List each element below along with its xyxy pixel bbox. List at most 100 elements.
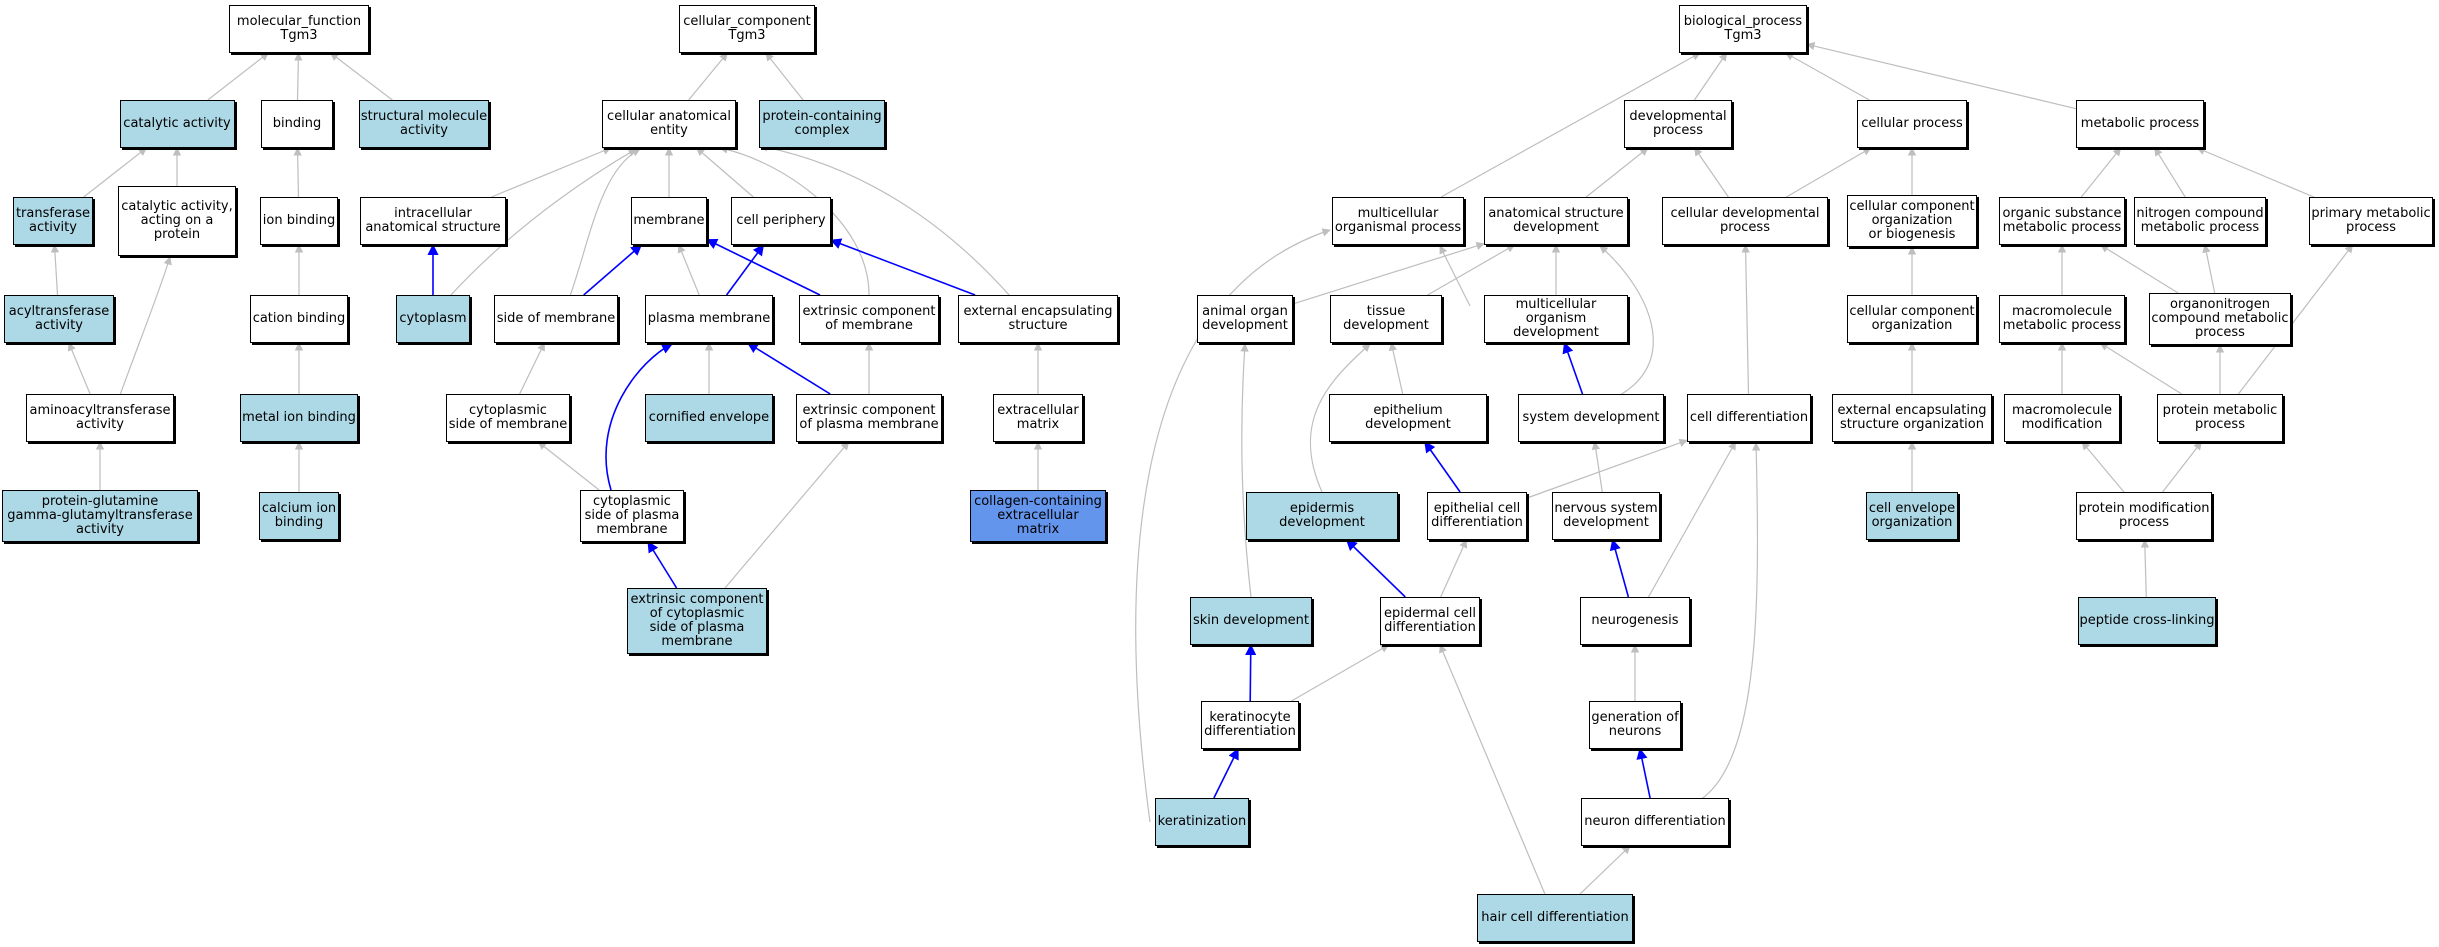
edge-epidermcell-to-epicelldiff	[1440, 539, 1468, 598]
go-term-node-bp[interactable]: biological_process Tgm3	[1679, 5, 1807, 53]
edge-organonitro-to-nitro	[2202, 244, 2216, 294]
go-term-node-tissuedev[interactable]: tissue development	[1330, 295, 1442, 343]
go-term-node-epiderdev[interactable]: epidermis development	[1246, 492, 1398, 540]
go-term-node-mf[interactable]: molecular_function Tgm3	[229, 5, 369, 53]
go-term-node-cation[interactable]: cation binding	[250, 295, 348, 343]
go-term-node-ccorgbio[interactable]: cellular component organization or bioge…	[1847, 195, 1977, 247]
go-term-node-haircell[interactable]: hair cell differentiation	[1477, 894, 1633, 942]
edge-cytosidepm-to-cytosideofmem	[537, 441, 600, 491]
edge-kerdiff-to-skindev	[1245, 643, 1257, 702]
go-term-node-multorgdev[interactable]: multicellular organism development	[1484, 295, 1628, 343]
go-term-node-extcompcyto[interactable]: extrinsic component of cytoplasmic side …	[627, 588, 767, 654]
go-term-label: skin development	[1192, 613, 1310, 628]
go-term-label: cellular_component Tgm3	[683, 14, 811, 43]
go-term-node-epicelldiff[interactable]: epithelial cell differentiation	[1427, 492, 1527, 540]
go-term-node-pcc[interactable]: protein-containing complex	[759, 100, 885, 148]
go-term-node-skindev[interactable]: skin development	[1190, 597, 1312, 645]
go-term-node-acyl[interactable]: acyltransferase activity	[4, 295, 114, 343]
go-term-label: macromolecule metabolic process	[2002, 304, 2122, 333]
go-term-node-macromod[interactable]: macromolecule modification	[2004, 394, 2120, 442]
go-term-label: system development	[1522, 410, 1660, 425]
go-term-label: cell periphery	[736, 213, 826, 228]
go-term-node-pgg[interactable]: protein-glutamine gamma-glutamyltransfer…	[2, 490, 198, 542]
go-term-node-nervdev[interactable]: nervous system development	[1552, 492, 1660, 540]
go-term-label: aminoacyltransferase activity	[29, 403, 171, 432]
go-term-node-ecm[interactable]: extracellular matrix	[993, 394, 1083, 442]
edge-structmol-to-mf	[329, 52, 393, 101]
edge-devproc-to-bp	[1693, 52, 1728, 101]
go-term-node-plasmamem[interactable]: plasma membrane	[645, 295, 773, 343]
go-term-node-celldevproc[interactable]: cellular developmental process	[1662, 197, 1828, 245]
go-term-node-cae[interactable]: cellular anatomical entity	[602, 100, 736, 148]
go-term-node-epidev[interactable]: epithelium development	[1329, 394, 1487, 442]
go-term-node-genneur[interactable]: generation of neurons	[1589, 701, 1681, 749]
go-term-node-ionbind[interactable]: ion binding	[260, 197, 338, 245]
go-term-node-cytosideofmem[interactable]: cytoplasmic side of membrane	[446, 394, 570, 442]
go-term-node-cellper[interactable]: cell periphery	[731, 197, 831, 245]
go-term-node-sysdev[interactable]: system development	[1518, 394, 1664, 442]
edge-sideofmem-to-cae	[569, 148, 641, 297]
go-term-node-organonitro[interactable]: organonitrogen compound metabolic proces…	[2149, 293, 2291, 345]
go-term-node-primmet[interactable]: primary metabolic process	[2309, 197, 2433, 245]
go-term-node-aminoacyl[interactable]: aminoacyltransferase activity	[26, 394, 174, 442]
go-term-label: cornified envelope	[648, 410, 770, 425]
go-term-node-sideofmem[interactable]: side of membrane	[494, 295, 618, 343]
go-term-node-extencaporg[interactable]: external encapsulating structure organiz…	[1832, 394, 1992, 442]
go-term-label: extrinsic component of membrane	[802, 304, 936, 333]
go-term-node-cellproc[interactable]: cellular process	[1857, 100, 1967, 148]
go-term-node-cellenv[interactable]: cell envelope organization	[1866, 492, 1958, 540]
go-term-node-nitro[interactable]: nitrogen compound metabolic process	[2134, 197, 2266, 245]
go-term-node-cornified[interactable]: cornified envelope	[645, 394, 773, 442]
go-term-label: cellular component organization or bioge…	[1849, 199, 1975, 242]
go-term-node-extcomppm[interactable]: extrinsic component of plasma membrane	[796, 394, 942, 442]
go-term-node-calcium[interactable]: calcium ion binding	[259, 492, 339, 540]
go-term-node-cc[interactable]: cellular_component Tgm3	[679, 5, 815, 53]
edge-cytoplasm-to-cae	[449, 148, 637, 297]
go-term-node-catprot[interactable]: catalytic activity, acting on a protein	[118, 186, 236, 256]
go-term-node-metal[interactable]: metal ion binding	[240, 394, 358, 442]
go-term-label: cellular developmental process	[1670, 206, 1820, 235]
go-term-node-metproc[interactable]: metabolic process	[2076, 100, 2204, 148]
edge-skindev-to-animalorgan	[1240, 343, 1252, 598]
go-term-label: catalytic activity	[123, 116, 231, 131]
go-term-label: transferase activity	[15, 206, 91, 235]
go-term-node-kerdiff[interactable]: keratinocyte differentiation	[1201, 701, 1299, 749]
go-term-node-protmet[interactable]: protein metabolic process	[2157, 394, 2283, 442]
go-term-node-keratin[interactable]: keratinization	[1155, 798, 1249, 846]
go-term-node-anatdev[interactable]: anatomical structure development	[1484, 197, 1628, 245]
go-term-node-catalytic[interactable]: catalytic activity	[119, 100, 235, 148]
go-term-node-extencap[interactable]: external encapsulating structure	[958, 295, 1118, 343]
go-term-node-celldiff[interactable]: cell differentiation	[1687, 394, 1811, 442]
edge-cellper-to-cae	[696, 147, 754, 198]
edge-epiderdev-to-tissuedev	[1309, 343, 1371, 493]
edge-orgsub-to-metproc	[2080, 147, 2122, 198]
go-term-node-neurogen[interactable]: neurogenesis	[1580, 597, 1690, 645]
edge-acyl-to-transferase	[50, 244, 60, 296]
go-term-node-epidermcell[interactable]: epidermal cell differentiation	[1380, 597, 1480, 645]
go-term-label: cytoplasm	[399, 311, 467, 326]
go-term-node-collagen[interactable]: collagen-containing extracellular matrix	[970, 490, 1106, 542]
go-term-node-cytoplasm[interactable]: cytoplasm	[396, 295, 470, 343]
go-term-node-binding[interactable]: binding	[261, 100, 333, 148]
go-term-node-peptide[interactable]: peptide cross-linking	[2078, 597, 2216, 645]
go-term-node-animalorgan[interactable]: animal organ development	[1197, 295, 1293, 343]
go-term-node-extcompmem[interactable]: extrinsic component of membrane	[799, 295, 939, 343]
go-term-node-orgsub[interactable]: organic substance metabolic process	[1999, 197, 2125, 245]
go-term-node-ias[interactable]: intracellular anatomical structure	[360, 197, 506, 245]
edge-haircell-to-epidermcell	[1439, 644, 1546, 895]
go-term-label: multicellular organism development	[1513, 297, 1599, 340]
go-term-node-protmod[interactable]: protein modification process	[2076, 492, 2212, 540]
go-term-node-multorg[interactable]: multicellular organismal process	[1332, 197, 1464, 245]
go-term-label: primary metabolic process	[2311, 206, 2431, 235]
go-term-node-devproc[interactable]: developmental process	[1624, 100, 1732, 148]
go-term-node-neurdiff[interactable]: neuron differentiation	[1581, 798, 1729, 846]
go-term-node-macromet[interactable]: macromolecule metabolic process	[1999, 295, 2125, 343]
go-term-node-cytosidepm[interactable]: cytoplasmic side of plasma membrane	[580, 490, 684, 542]
go-term-label: nervous system development	[1554, 501, 1658, 530]
go-term-node-membrane[interactable]: membrane	[631, 197, 707, 245]
go-term-node-structmol[interactable]: structural molecule activity	[359, 100, 489, 148]
go-term-node-transferase[interactable]: transferase activity	[13, 197, 93, 245]
go-term-label: cytoplasmic side of membrane	[448, 403, 568, 432]
go-term-node-ccorg[interactable]: cellular component organization	[1847, 295, 1977, 343]
